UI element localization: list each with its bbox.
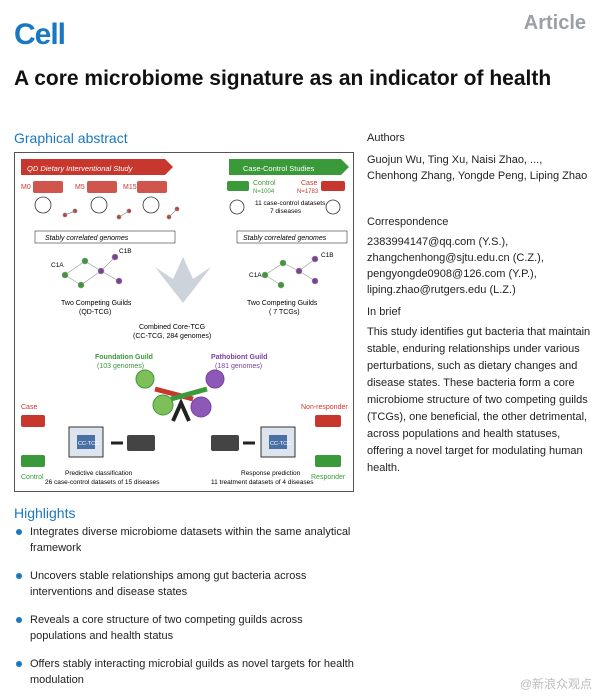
m5-label: M5 [75,184,85,191]
inhibit-arrow-1 [154,386,194,402]
foundation-label: Foundation Guild [95,354,153,361]
cc-diseases: 7 diseases [270,208,302,215]
m15-label: M15 [123,184,137,191]
guilds-right: Two Competing Guilds [247,300,318,307]
graphical-abstract: QD Dietary Interventional Study Case-Con… [14,152,354,492]
combined-sub: (CC-TCG, 284 genomes) [133,333,211,340]
guilds-left: Two Competing Guilds [61,300,132,307]
authors-heading: Authors [367,132,405,144]
left-input-people [127,435,155,451]
graphical-abstract-heading: Graphical abstract [14,130,128,146]
foundation-cluster-2 [152,394,174,416]
journal-logo: Cell [14,18,66,51]
response-sub: 11 treatment datasets of 4 diseases [211,479,314,486]
cc-case-n: N=1783 [297,189,319,195]
highlight-item: Uncovers stable relationships among gut … [14,568,354,600]
qd-sample-circles [34,196,160,214]
merge-arrow [155,257,211,303]
highlight-item: Reveals a core structure of two competin… [14,612,354,644]
qd-banner-arrow [21,159,173,175]
cc-control-people [227,181,249,191]
cc-datasets: 11 case-control datasets [255,200,326,207]
stably-right-bracket [236,230,348,244]
cc-case-people [321,181,345,191]
right-chip-label: CC-TCG [270,441,291,447]
watermark: @新浪众观点 [519,677,592,691]
qd-network-icons [62,206,180,220]
highlight-text: Uncovers stable relationships among gut … [30,570,307,598]
c1b-left: C1B [119,248,132,255]
stably-left-label: Stably correlated genomes [45,235,129,242]
highlights-list: Integrates diverse microbiome datasets w… [14,524,354,700]
correspondence-heading: Correspondence [367,216,449,228]
guilds-right-sub: ( 7 TCGs) [269,309,300,316]
left-network [61,253,123,289]
bottom-case-label: Case [21,404,37,411]
left-chip-core [77,435,95,449]
authors-names: Guojun Wu, Ting Xu, Naisi Zhao, ..., Che… [367,154,588,182]
responder-label: Responder [311,474,346,481]
bottom-control-people [21,455,45,467]
stably-right-label: Stably correlated genomes [243,235,327,242]
right-network [261,255,319,289]
article-type: Article [523,12,586,34]
highlight-item: Offers stably interacting microbial guil… [14,656,354,688]
email-3[interactable]: pengyongde0908@126.com (Y.P.), [367,268,537,280]
c1b-right: C1B [321,252,334,259]
highlight-item: Integrates diverse microbiome datasets w… [14,524,354,556]
right-input-people [211,435,239,451]
pathobiont-cluster-2 [190,396,212,418]
qd-people-icons [33,181,167,193]
email-4[interactable]: liping.zhao@rutgers.edu (L.Z.) [367,284,516,296]
pathobiont-sub: (181 genomes) [215,363,262,370]
highlights-heading: Highlights [14,505,76,521]
c1a-left: C1A [51,262,64,269]
stably-left-bracket [34,230,176,244]
m0-label: M0 [21,184,31,191]
bullet-icon [16,617,22,623]
cc-banner-arrow [229,159,349,175]
responder-people [315,455,341,467]
cc-sample-circle-1 [229,199,245,215]
bullet-icon [16,529,22,535]
pathobiont-label: Pathobiont Guild [211,354,267,361]
non-responder-people [315,415,341,427]
brief-text: This study identifies gut bacteria that … [367,326,591,474]
email-1[interactable]: 2383994147@qq.com (Y.S.), [367,236,509,248]
seesaw-fulcrum [171,398,191,422]
non-responder-label: Non-responder [301,404,348,411]
right-chip-core [269,435,287,449]
paper-title: A core microbiome signature as an indica… [14,67,552,90]
email-2[interactable]: zhangchenhong@sjtu.edu.cn (C.Z.), [367,252,544,264]
correspondence-list: 2383994147@qq.com (Y.S.), zhangchenhong@… [367,234,592,298]
cc-control-label: Control [253,180,276,187]
highlight-text: Integrates diverse microbiome datasets w… [30,526,351,554]
c1a-right: C1A [249,272,262,279]
foundation-cluster-1 [135,369,155,389]
brief-heading: In brief [367,306,401,318]
qd-banner-text: QD Dietary Interventional Study [27,164,134,173]
cc-banner-text: Case-Control Studies [243,164,315,173]
response-label: Response prediction [241,470,301,477]
bottom-case-people [21,415,45,427]
highlight-text: Offers stably interacting microbial guil… [30,658,354,686]
cc-sample-circle-2 [325,199,341,215]
guilds-left-sub: (QD-TCG) [79,309,111,316]
cc-control-n: N=1004 [253,189,275,195]
bottom-control-label: Control [21,474,44,481]
combined-label: Combined Core-TCG [139,324,205,331]
cc-case-label: Case [301,180,317,187]
predictive-sub: 26 case-control datasets of 15 diseases [45,479,160,486]
foundation-sub: (103 genomes) [97,363,144,370]
graphical-abstract-figure: QD Dietary Interventional Study Case-Con… [21,159,349,486]
bullet-icon [16,573,22,579]
bullet-icon [16,661,22,667]
highlight-text: Reveals a core structure of two competin… [30,614,303,642]
predictive-label: Predictive classification [65,470,133,477]
left-chip-label: CC-TCG [78,441,99,447]
inhibit-arrow-2 [170,386,208,402]
pathobiont-cluster-1 [205,369,225,389]
